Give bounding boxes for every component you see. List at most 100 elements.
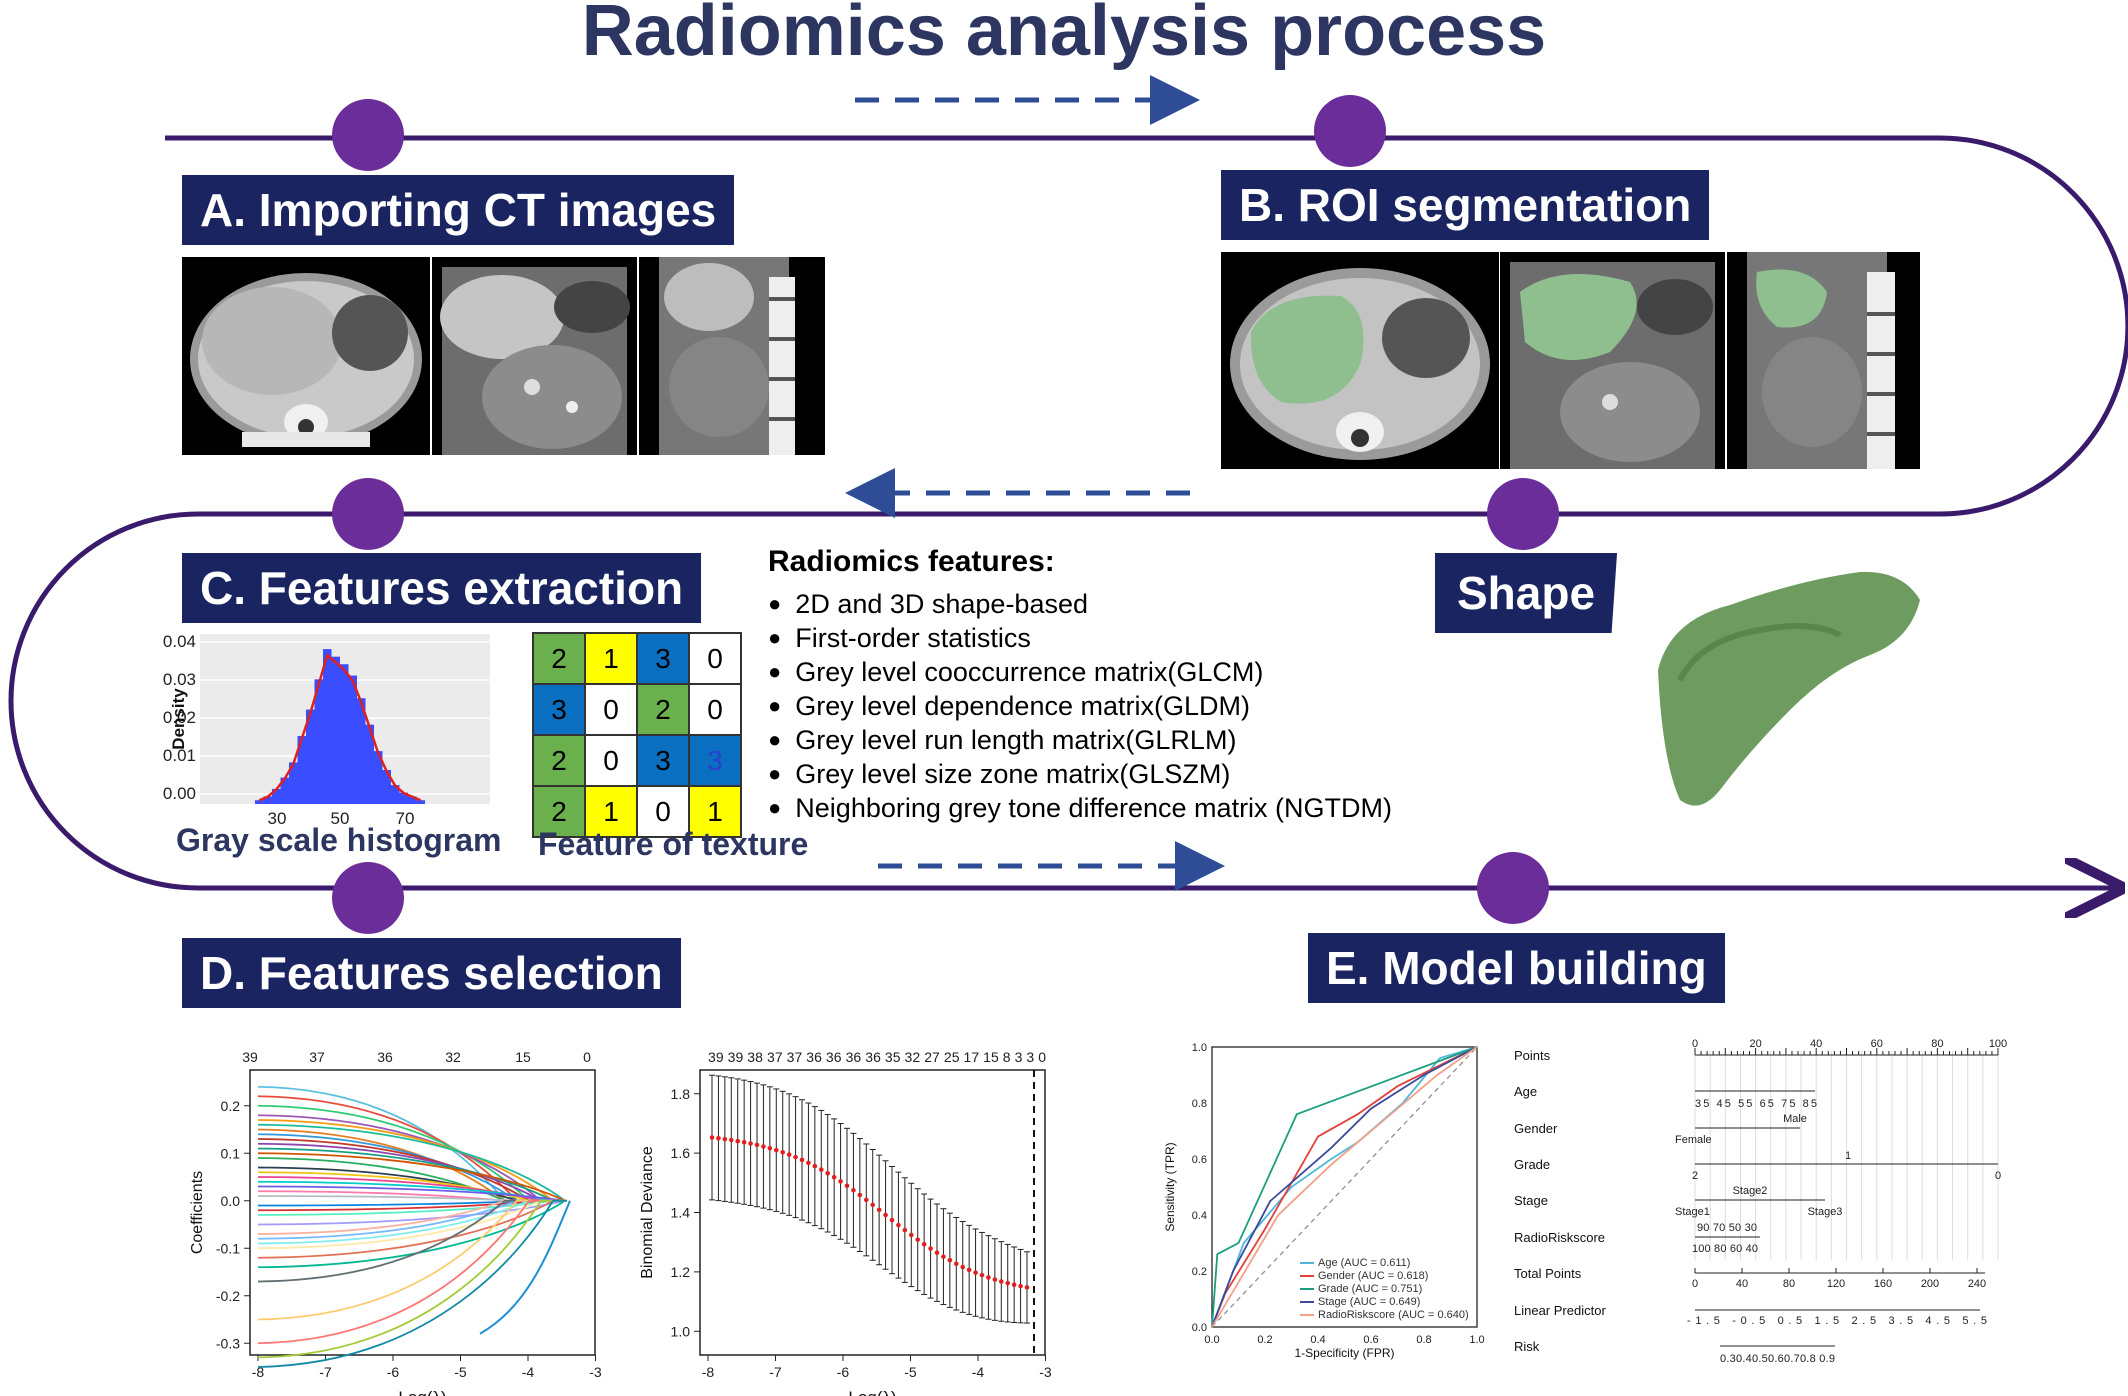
deviance-point [754,1142,760,1148]
coefficient-path [257,1199,567,1321]
deviance-point [780,1149,786,1155]
figure-title: Radiomics analysis process [581,0,1547,71]
xtick-label: -3 [589,1364,602,1380]
histogram-bar [289,762,298,804]
feature-item: Grey level size zone matrix(GLSZM) [768,758,1392,792]
ytick-label: 0.2 [1192,1266,1207,1278]
feature-item: Grey level run length matrix(GLRLM) [768,724,1392,758]
deviance-point [876,1207,882,1213]
deviance-point [870,1202,876,1208]
deviance-point [709,1135,715,1140]
coefficient-path [257,1199,567,1240]
deviance-point [728,1137,734,1143]
deviance-point [941,1254,946,1259]
deviance-point [786,1152,792,1157]
roc-curve-plot: 0.00.00.20.20.40.40.60.60.80.81.01.01-Sp… [1163,1042,1485,1360]
xtick-label: -3 [1039,1364,1052,1380]
lasso-cv-deviance-plot: -8-7-6-5-4-339 39 38 37 37 36 36 36 36 3… [639,1049,1052,1396]
step-d-label: D. Features selection [182,938,681,1008]
histogram-ytick: 0.04 [163,632,196,651]
liver-3d-shape [1658,571,1920,806]
radio-tick-label: 100 80 60 40 [1692,1243,1758,1255]
xtick-label: 0.8 [1416,1334,1431,1346]
histogram-ytick: 0.00 [163,784,196,803]
histogram-bar [306,709,315,804]
total-points-tick: 120 [1827,1278,1845,1290]
nomogram-row-label: Age [1514,1084,1537,1099]
deviance-point [735,1138,741,1144]
feature-item: First-order statistics [768,622,1392,656]
ytick-label: 1.8 [671,1086,691,1102]
xtick-label: -4 [522,1364,535,1380]
histogram-xtick: 30 [268,809,287,828]
stage-label: Stage1 [1675,1206,1710,1218]
coefficient-path [257,1199,567,1259]
texture-cell: 3 [533,684,585,735]
node-circle-b [1314,95,1386,167]
coefficient-path [257,1199,567,1345]
coefficient-path [257,1185,567,1202]
points-tick-label: 0 [1692,1038,1698,1050]
histogram-bar [382,770,391,804]
coefficient-path [257,1199,567,1245]
xtick-label: 0.0 [1204,1334,1219,1346]
feature-item: Grey level cooccurrence matrix(GLCM) [768,656,1392,690]
xtick-label: -5 [904,1364,917,1380]
roc-curve [1211,1046,1478,1328]
xtick-label: -7 [769,1364,782,1380]
nomogram-row-label: Linear Predictor [1514,1303,1606,1318]
texture-cell: 2 [637,684,689,735]
diagonal-reference [1211,1046,1478,1328]
deviance-point [1005,1280,1011,1286]
top-tick-label: 36 [377,1049,393,1065]
stage-label: Stage2 [1733,1185,1768,1197]
node-circle-a [332,99,404,171]
ytick-label: 0.0 [221,1193,241,1209]
texture-cell: 0 [585,684,637,735]
deviance-point [806,1160,811,1166]
feature-item: Grey level dependence matrix(GLDM) [768,690,1392,724]
texture-cell: 2 [533,735,585,786]
deviance-point [1018,1283,1023,1289]
ytick-label: -0.1 [216,1240,240,1256]
coefficient-path [257,1199,567,1250]
ct-sagittal-image [639,257,825,455]
texture-cell: 2 [533,786,585,837]
points-tick-label: 60 [1871,1038,1883,1050]
legend-swatch [1300,1314,1314,1317]
xlabel: Log(λ) [398,1388,446,1396]
points-tick-label: 80 [1931,1038,1943,1050]
features-title: Radiomics features: [768,545,1055,578]
ytick-label: 1.0 [1192,1042,1207,1054]
legend-swatch [1300,1301,1314,1304]
ytick-label: -0.3 [216,1335,240,1351]
deviance-point [761,1144,766,1149]
nomogram-row-label: Stage [1514,1193,1548,1208]
nomogram-row-label: Risk [1514,1339,1540,1354]
histogram-bar [280,777,289,804]
deviance-point [934,1250,940,1256]
node-circle-e [1477,852,1549,924]
step-b-label: B. ROI segmentation [1221,170,1710,240]
legend-label: Gender (AUC = 0.618) [1318,1270,1429,1282]
node-circle-c [332,478,404,550]
top-tick-label: 39 [242,1049,258,1065]
top-tick-label: 32 [445,1049,461,1065]
ct-axial-image [182,257,430,455]
gender-label: Female [1675,1134,1712,1146]
deviance-point [767,1145,773,1151]
ytick-label: 1.6 [671,1145,691,1161]
ytick-label: 1.0 [671,1323,691,1339]
deviance-point [992,1277,998,1282]
coefficient-path [257,1157,567,1202]
ytick-label: 0.8 [1192,1098,1207,1110]
density-curve [258,653,422,802]
texture-cell: 0 [585,735,637,786]
deviance-point [902,1227,908,1233]
points-tick-label: 20 [1749,1038,1761,1050]
ytick-label: 0.4 [1192,1210,1207,1222]
roc-curve [1211,1046,1478,1328]
legend-swatch [1300,1288,1314,1291]
